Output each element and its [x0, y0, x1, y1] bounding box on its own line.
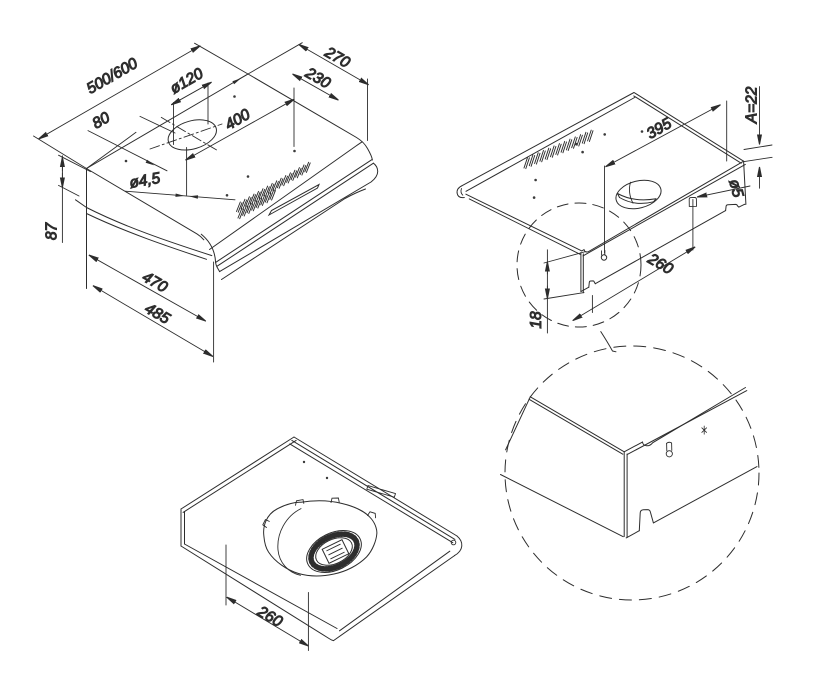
svg-text:80: 80 — [90, 109, 114, 133]
svg-text:A=22: A=22 — [744, 86, 761, 124]
svg-text:18: 18 — [528, 311, 545, 329]
svg-text:260: 260 — [253, 603, 285, 631]
svg-text:400: 400 — [222, 106, 253, 134]
svg-text:500/600: 500/600 — [84, 55, 141, 98]
svg-text:87: 87 — [43, 222, 60, 241]
svg-text:485: 485 — [142, 300, 173, 328]
svg-text:270: 270 — [321, 43, 353, 71]
svg-text:ø4,5: ø4,5 — [128, 170, 162, 192]
svg-text:470: 470 — [139, 269, 170, 297]
svg-text:ø120: ø120 — [167, 65, 206, 98]
svg-text:ø5: ø5 — [725, 177, 746, 199]
